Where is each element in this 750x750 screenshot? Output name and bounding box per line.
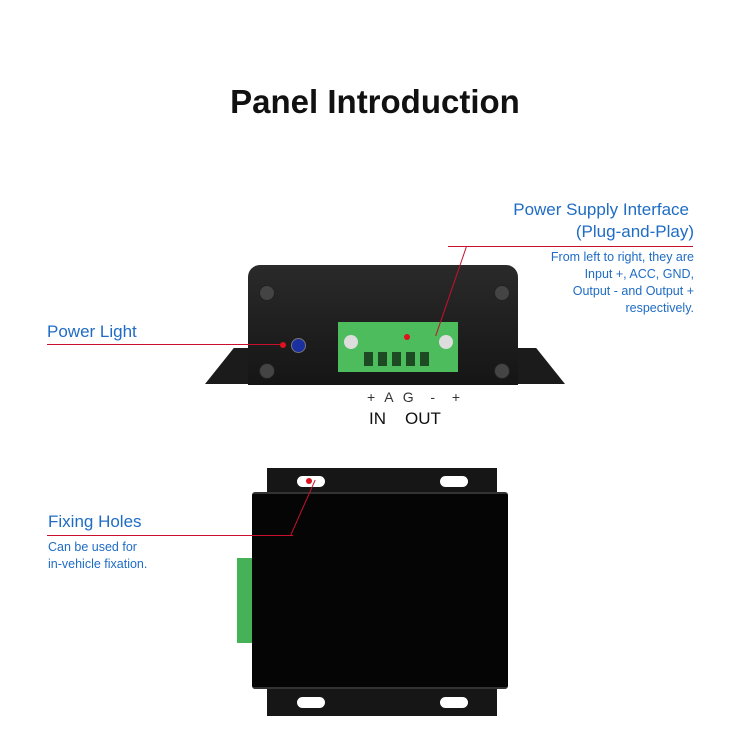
callout-dot [280, 342, 286, 348]
power-supply-description: From left to right, they are Input +, AC… [551, 249, 694, 317]
desc-line: Input +, ACC, GND, [584, 267, 694, 281]
callout-dot [404, 334, 410, 340]
terminal-block [338, 322, 458, 372]
power-supply-heading: Power Supply Interface [513, 200, 689, 219]
enclosure-top [252, 492, 508, 689]
terminal-in-label: IN [369, 409, 386, 428]
callout-line [47, 344, 280, 345]
callout-dot [306, 478, 312, 484]
fixing-holes-description: Can be used for in-vehicle fixation. [48, 539, 147, 573]
desc-line: Can be used for [48, 540, 137, 554]
screw-icon [494, 285, 510, 301]
callout-line [47, 535, 293, 536]
desc-line: From left to right, they are [550, 250, 694, 264]
power-supply-subheading: (Plug-and-Play) [575, 222, 694, 241]
terminal-out-label: OUT [405, 409, 441, 428]
fixing-holes-heading: Fixing Holes [48, 512, 142, 531]
terminal-block-side [237, 558, 253, 643]
desc-line: Output - and Output + [572, 284, 694, 298]
screw-icon [259, 363, 275, 379]
desc-line: respectively. [625, 301, 694, 315]
screw-icon [259, 285, 275, 301]
terminal-pin-labels: + A G - + [367, 389, 464, 405]
page-title: Panel Introduction [230, 83, 520, 120]
callout-line [448, 246, 693, 247]
desc-line: in-vehicle fixation. [48, 557, 148, 571]
screw-icon [494, 363, 510, 379]
power-light-heading: Power Light [47, 322, 137, 341]
power-led [291, 338, 306, 353]
